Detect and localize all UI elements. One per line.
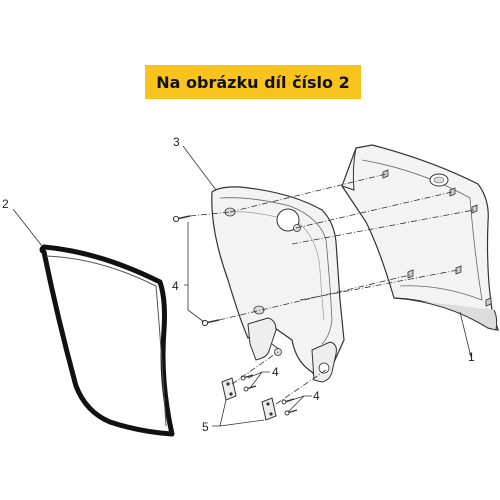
callout-2: 2 <box>2 197 9 211</box>
leader-lines <box>12 145 472 427</box>
callout-5: 5 <box>202 420 209 434</box>
banner-text: Na obrázku díl číslo 2 <box>156 72 350 92</box>
gasket-part-2[interactable] <box>39 244 175 437</box>
assembly-lines <box>189 173 475 405</box>
callout-4-upper: 4 <box>272 365 279 379</box>
callout-3: 3 <box>173 135 180 149</box>
inner-panel-part-3 <box>211 186 345 383</box>
highlight-banner: Na obrázku díl číslo 2 <box>145 65 361 99</box>
callout-4-lower: 4 <box>313 389 320 403</box>
back-shell-part-1 <box>341 144 499 331</box>
screw-part-4-upper <box>172 215 191 223</box>
callout-4-left: 4 <box>172 279 179 293</box>
callout-1: 1 <box>468 350 475 364</box>
screw-part-4-lower <box>201 319 220 327</box>
